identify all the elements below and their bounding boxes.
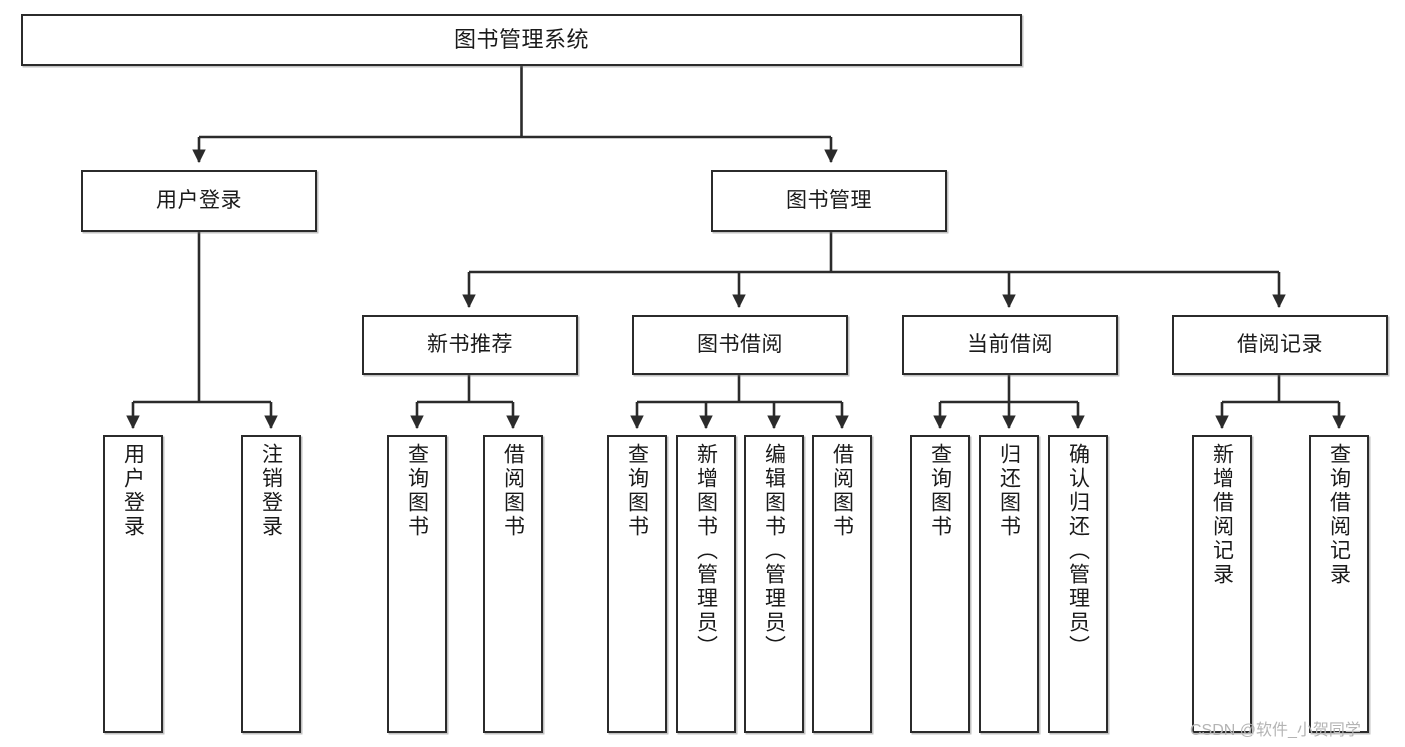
node-label: 查询图书: [625, 443, 649, 539]
node-label: 编辑图书（管理员）: [762, 443, 786, 659]
node-new-book-recommend[interactable]: 新书推荐: [362, 315, 578, 375]
leaf-add-borrow-record[interactable]: 新增借阅记录: [1192, 435, 1252, 733]
node-label: 图书管理: [786, 189, 872, 213]
node-label: 用户登录: [156, 189, 242, 213]
node-label: 查询借阅记录: [1327, 443, 1351, 587]
node-label: 当前借阅: [967, 333, 1053, 357]
watermark-text: CSDN @软件_小贺同学: [1190, 722, 1361, 739]
node-borrow-record[interactable]: 借阅记录: [1172, 315, 1388, 375]
node-label: 归还图书: [997, 443, 1021, 539]
leaf-confirm-return-admin[interactable]: 确认归还（管理员）: [1048, 435, 1108, 733]
leaf-query-book-recommend[interactable]: 查询图书: [387, 435, 447, 733]
leaf-query-book-current[interactable]: 查询图书: [910, 435, 970, 733]
node-label: 用户登录: [121, 443, 145, 539]
node-label: 确认归还（管理员）: [1066, 443, 1090, 659]
leaf-query-book-borrow[interactable]: 查询图书: [607, 435, 667, 733]
node-label: 注销登录: [259, 443, 283, 539]
node-label: 借阅记录: [1237, 333, 1323, 357]
node-label: 新增图书（管理员）: [694, 443, 718, 659]
node-label: 图书借阅: [697, 333, 783, 357]
node-label: 查询图书: [928, 443, 952, 539]
node-label: 查询图书: [405, 443, 429, 539]
node-current-borrow[interactable]: 当前借阅: [902, 315, 1118, 375]
node-root-book-management-system[interactable]: 图书管理系统: [21, 14, 1022, 66]
leaf-borrow-book[interactable]: 借阅图书: [812, 435, 872, 733]
leaf-user-login[interactable]: 用户登录: [103, 435, 163, 733]
leaf-logout-login[interactable]: 注销登录: [241, 435, 301, 733]
leaf-return-book[interactable]: 归还图书: [979, 435, 1039, 733]
node-label: 图书管理系统: [453, 26, 589, 52]
node-book-management[interactable]: 图书管理: [711, 170, 947, 232]
leaf-borrow-book-recommend[interactable]: 借阅图书: [483, 435, 543, 733]
node-label: 新书推荐: [427, 333, 513, 357]
leaf-query-borrow-record[interactable]: 查询借阅记录: [1309, 435, 1369, 733]
node-label: 新增借阅记录: [1210, 443, 1234, 587]
node-label: 借阅图书: [830, 443, 854, 539]
leaf-edit-book-admin[interactable]: 编辑图书（管理员）: [744, 435, 804, 733]
node-label: 借阅图书: [501, 443, 525, 539]
node-book-borrow[interactable]: 图书借阅: [632, 315, 848, 375]
node-user-login[interactable]: 用户登录: [81, 170, 317, 232]
leaf-add-book-admin[interactable]: 新增图书（管理员）: [676, 435, 736, 733]
